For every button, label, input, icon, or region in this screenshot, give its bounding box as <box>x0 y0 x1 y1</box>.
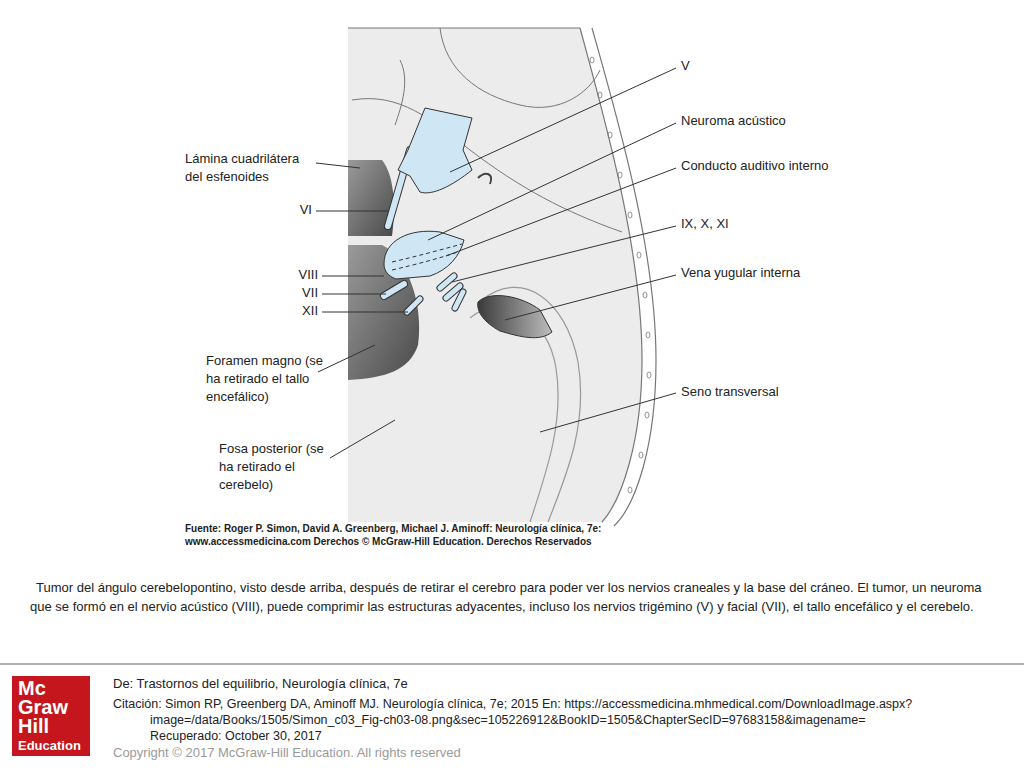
logo-text: Education <box>18 738 90 753</box>
structure-label: Fosa posterior (se ha retirado el cerebe… <box>219 440 331 494</box>
skull-base <box>348 28 642 522</box>
footer-text: De: Trastornos del equilibrio, Neurologí… <box>113 676 913 692</box>
copyright-text: Copyright © 2017 McGraw-Hill Education. … <box>113 745 713 761</box>
separator <box>0 663 1024 665</box>
jugular-vein <box>478 296 552 338</box>
structure-label: V <box>681 58 741 74</box>
nerve-label: IX, X, XI <box>681 216 801 232</box>
structure-label: Conducto auditivo interno <box>681 158 901 174</box>
logo-box <box>12 676 90 756</box>
fossa-edge <box>395 60 405 125</box>
nerve-label: VI <box>250 202 312 218</box>
structure-label: Neuroma acústico <box>681 113 881 129</box>
structure-label: Vena yugular interna <box>681 265 881 281</box>
logo-text: Graw <box>18 697 88 717</box>
structure-label: Lámina cuadrilátera del esfenoides <box>185 150 320 186</box>
source-note: Fuente: Roger P. Simon, David A. Greenbe… <box>185 522 685 548</box>
fossa-edge <box>440 28 600 107</box>
bone-texture <box>590 57 651 493</box>
nerve-label: XII <box>250 303 318 319</box>
nerve-label: VII <box>250 285 318 301</box>
leader-lines <box>316 68 676 458</box>
nerve-stubs <box>384 276 463 312</box>
acoustic-neuroma <box>384 231 464 279</box>
trigeminal-nerve <box>398 108 472 193</box>
fossa-edge <box>478 174 491 184</box>
structure-label: Seno transversal <box>681 384 881 400</box>
transverse-sinus <box>470 307 558 522</box>
logo-text: Mc <box>18 678 88 698</box>
skull-bone <box>580 28 642 522</box>
figure-caption: Tumor del ángulo cerebelopontino, visto … <box>30 578 1000 616</box>
nerve-label: VIII <box>250 267 318 283</box>
structure-label: Foramen magno (se ha retirado el tallo e… <box>206 352 326 406</box>
citation-text: Citación: Simon RP, Greenberg DA, Aminof… <box>113 696 933 744</box>
logo-text: Hill <box>18 716 88 736</box>
